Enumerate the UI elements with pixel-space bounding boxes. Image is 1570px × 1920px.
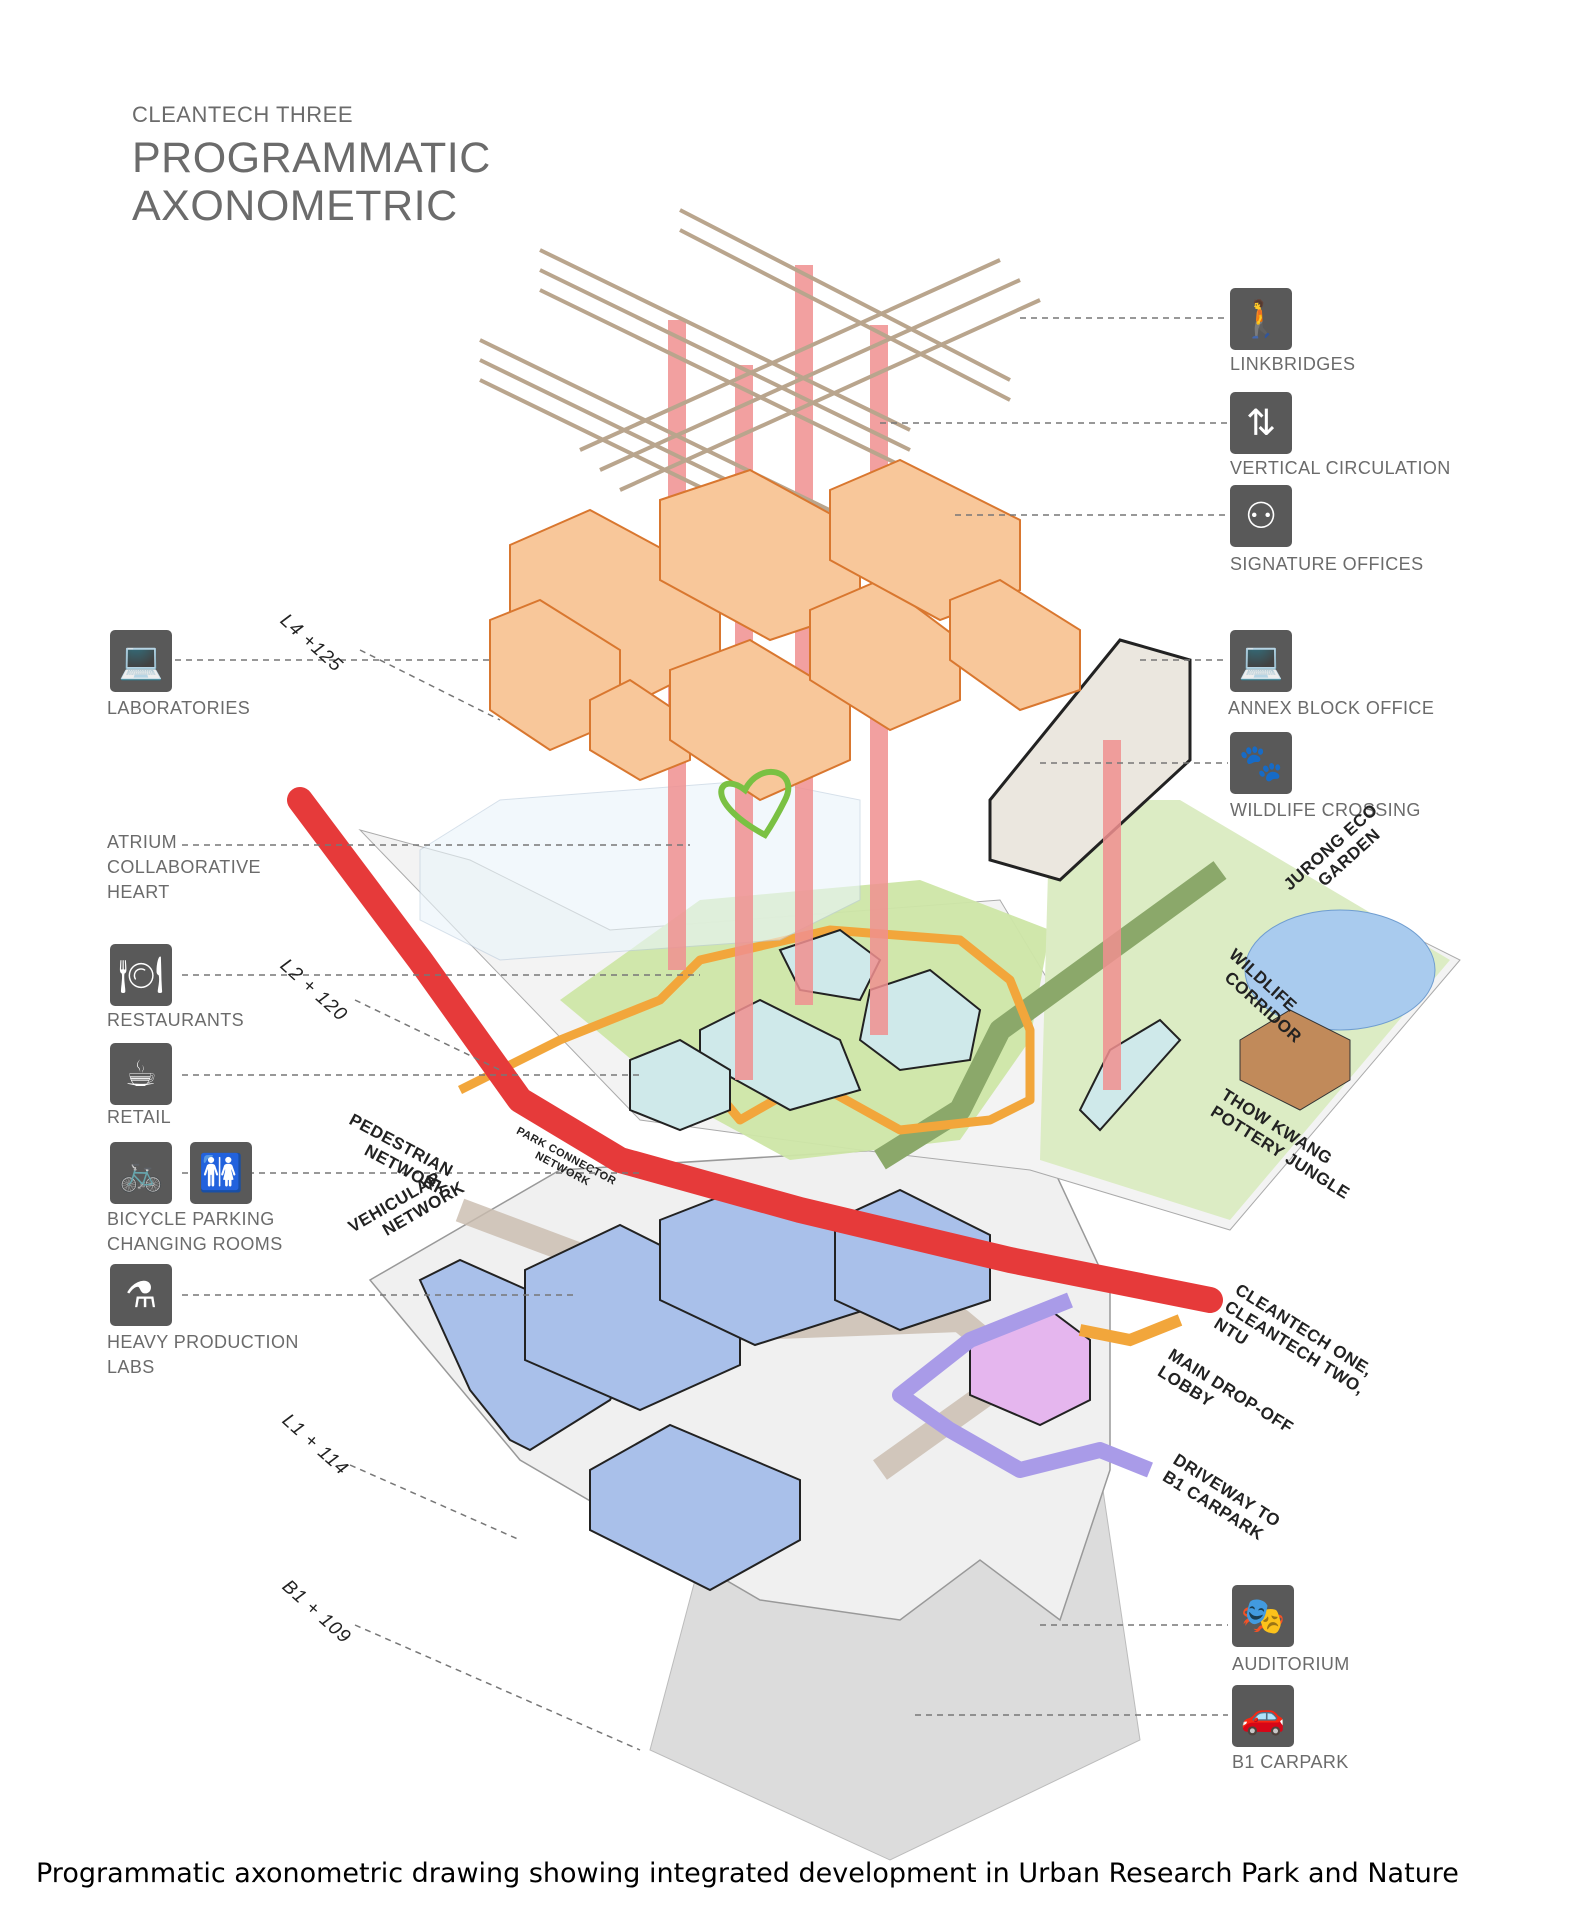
legend-b1-carpark: B1 CARPARK [1232, 1752, 1349, 1772]
page-title-line1: PROGRAMMATIC [132, 134, 491, 182]
pottery-jungle-house [1239, 1009, 1351, 1111]
page-subtitle: CLEANTECH THREE [132, 102, 354, 127]
car-icon: 🚗 [1232, 1685, 1294, 1747]
coffee-cup-icon: ☕ [110, 1043, 172, 1105]
signature-offices [489, 458, 1081, 802]
figure-caption: Programmatic axonometric drawing showing… [36, 1858, 1459, 1889]
retail-block-4 [629, 1038, 731, 1132]
walking-person-icon: 🚶 [1230, 288, 1292, 350]
people-network-icon: ⚇ [1230, 485, 1292, 547]
legend-bicycle-changing: BICYCLE PARKING CHANGING ROOMS [107, 1209, 283, 1254]
driveway-path [892, 1292, 1153, 1478]
bicycle-icon: 🚲 [110, 1142, 172, 1204]
desk-worker-icon: 💻 [1230, 630, 1292, 692]
legend-atrium: ATRIUM COLLABORATIVE HEART [107, 832, 261, 902]
legend-signature-offices: SIGNATURE OFFICES [1230, 554, 1424, 574]
legend-linkbridges: LINKBRIDGES [1230, 354, 1356, 374]
page-title-line2: AXONOMETRIC [132, 182, 458, 230]
retail-block-5 [1078, 1018, 1182, 1132]
legend-vertical-circulation: VERTICAL CIRCULATION [1230, 458, 1451, 478]
flask-icon: ⚗ [110, 1264, 172, 1326]
legend-heavy-production-labs: HEAVY PRODUCTION LABS [107, 1332, 299, 1377]
cleantech-red-band [287, 787, 1223, 1313]
annex-block [988, 638, 1192, 882]
page-title: PROGRAMMATIC AXONOMETRIC [132, 134, 491, 230]
legend-annex-block-office: ANNEX BLOCK OFFICE [1228, 698, 1435, 718]
auditorium-icon: 🎭 [1232, 1585, 1294, 1647]
legend-retail: RETAIL [107, 1107, 172, 1127]
legend-wildlife-crossing: WILDLIFE CROSSING [1230, 800, 1421, 820]
elevator-icon: ⇅ [1230, 392, 1292, 454]
paw-print-icon: 🐾 [1230, 732, 1292, 794]
core-3 [795, 265, 813, 1005]
dinner-plate-icon: 🍽 [110, 944, 172, 1006]
leader-lines [175, 317, 1228, 1751]
jurong-lake [1244, 909, 1436, 1031]
legend-auditorium: AUDITORIUM [1232, 1654, 1350, 1674]
atrium-glass [419, 779, 861, 961]
dropoff-path [1078, 1314, 1183, 1347]
core-5 [1103, 740, 1121, 1090]
atrium-heart-icon [718, 769, 792, 839]
legend-restaurants: RESTAURANTS [107, 1010, 245, 1030]
retail-block-3 [858, 968, 982, 1072]
desk-worker-icon: 💻 [110, 630, 172, 692]
legend-laboratories: LABORATORIES [107, 698, 251, 718]
lab-block-5 [589, 1423, 801, 1592]
restroom-icon: 🚻 [190, 1142, 252, 1204]
jurong-eco-garden-zone [1040, 800, 1450, 1220]
